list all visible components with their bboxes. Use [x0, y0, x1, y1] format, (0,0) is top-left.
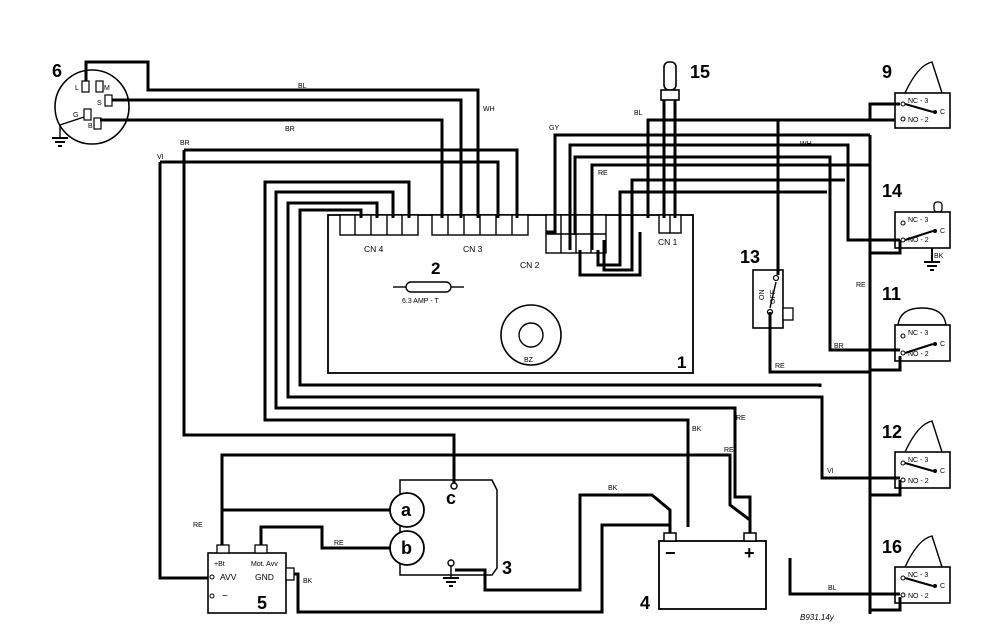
board-number: 1 [677, 353, 686, 372]
switch16-c: C [940, 583, 945, 590]
wire-br-top: BR [285, 126, 295, 133]
fuse [393, 281, 464, 293]
wire-bl-15: BL [634, 110, 643, 117]
battery-plus: + [744, 543, 755, 563]
wire-re-cn2: RE [598, 170, 608, 177]
indicator-lamp [660, 61, 680, 101]
wiring [84, 60, 940, 614]
cn4-label: CN 4 [364, 244, 384, 254]
switch16-nc: NC - 3 [908, 572, 928, 579]
module-bt: +Bt [214, 561, 225, 568]
drawing-code: B931.14y [800, 613, 835, 622]
wire-re-13: RE [775, 363, 785, 370]
wire-bl-16: BL [828, 585, 837, 592]
pin-b: B [88, 123, 93, 130]
switch16-no: NO - 2 [908, 593, 929, 600]
switch9-c: C [940, 109, 945, 116]
wire-bk-14: BK [934, 253, 944, 260]
switch-16 [894, 535, 951, 604]
wire-wh-top: WH [483, 106, 495, 113]
switch14-c: C [940, 228, 945, 235]
module-number: 5 [257, 593, 267, 613]
switch11-number: 11 [882, 284, 901, 304]
switch16-number: 16 [882, 537, 902, 557]
fuse-rating: 6.3 AMP - T [402, 298, 439, 305]
pin-m: M [104, 85, 110, 92]
wire-wh-right: WH [800, 141, 812, 148]
terminal-b: b [401, 538, 412, 558]
module-mot: Mot. Avv [251, 561, 278, 568]
switch14-nc: NC - 3 [908, 217, 928, 224]
pin-s: S [97, 100, 102, 107]
terminal-c: c [446, 488, 456, 508]
switch11-nc: NC - 3 [908, 330, 928, 337]
connector-cn3 [431, 214, 529, 236]
switch12-no: NO - 2 [908, 478, 929, 485]
control-board: CN 4 CN 3 CN 2 CN 1 2 6.3 AMP - T BZ 1 [327, 214, 694, 374]
connector-cn1 [658, 214, 682, 234]
wire-re-c: RE [736, 415, 746, 422]
wire-re-b: RE [334, 540, 344, 547]
ignition-number: 6 [52, 61, 62, 81]
switch9-number: 9 [882, 62, 892, 82]
pin-g: G [73, 112, 78, 119]
switch11-c: C [940, 341, 945, 348]
wire-re-5: RE [193, 522, 203, 529]
switch-13: ON OFF [752, 269, 794, 329]
wire-bl-top: BL [298, 83, 307, 90]
switch12-nc: NC - 3 [908, 457, 928, 464]
battery: − + [658, 532, 767, 610]
wire-br-11: BR [834, 343, 844, 350]
ignition-switch: L M S G B [52, 69, 130, 147]
wire-vi-left: VI [157, 154, 164, 161]
connector-cn4 [339, 214, 419, 236]
buzzer-label: BZ [524, 357, 534, 364]
switch13-on: ON [759, 290, 766, 301]
switch-11 [894, 307, 951, 362]
switch11-no: NO - 2 [908, 351, 929, 358]
alternator: a b c [389, 479, 498, 587]
cn2-label: CN 2 [520, 260, 540, 270]
switch14-number: 14 [882, 181, 902, 201]
lamp-number: 15 [690, 62, 710, 82]
switch12-number: 12 [882, 422, 902, 442]
terminal-a: a [401, 500, 412, 520]
switch-12 [894, 420, 951, 489]
switch9-nc: NC - 3 [908, 98, 928, 105]
switch9-no: NO - 2 [908, 117, 929, 124]
wire-br-left: BR [180, 140, 190, 147]
module-gnd: GND [255, 572, 274, 582]
battery-number: 4 [640, 593, 650, 613]
module-avv: AVV [220, 572, 237, 582]
pin-l: L [75, 85, 79, 92]
switch13-number: 13 [740, 247, 760, 267]
switch-9 [894, 61, 951, 129]
switch13-off: OFF [770, 290, 777, 304]
buzzer [500, 304, 562, 366]
start-module: +Bt Mot. Avv AVV GND − [207, 544, 295, 614]
switch-14 [894, 201, 951, 249]
cn1-label: CN 1 [658, 237, 678, 247]
switch12-c: C [940, 468, 945, 475]
wire-bk-5: BK [303, 578, 313, 585]
switch14-no: NO - 2 [908, 237, 929, 244]
wire-bk-mid: BK [692, 426, 702, 433]
cn3-label: CN 3 [463, 244, 483, 254]
fuse-number: 2 [431, 259, 440, 278]
wire-gy: GY [549, 125, 559, 132]
battery-minus: − [665, 543, 676, 563]
wire-re-right: RE [856, 282, 866, 289]
wire-re-mid: RE [724, 447, 734, 454]
wire-bk-batt: BK [608, 485, 618, 492]
module-minus: − [222, 591, 228, 602]
alternator-number: 3 [502, 558, 512, 578]
wire-vi-12: VI [827, 468, 834, 475]
